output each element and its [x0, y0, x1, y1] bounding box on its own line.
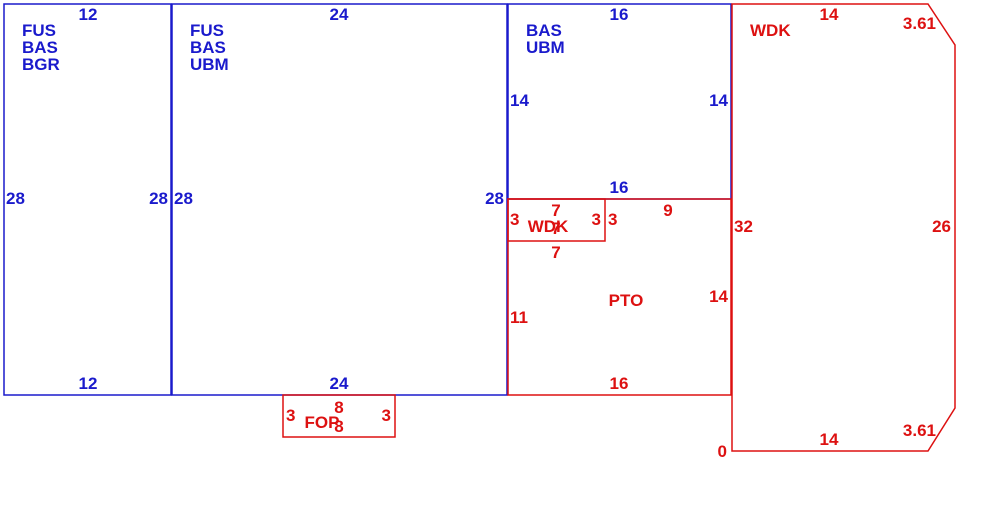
- region3-label-2: UBM: [526, 38, 565, 57]
- wdk-large-dim-top: 14: [820, 5, 839, 24]
- fop-dim-right: 3: [382, 406, 391, 425]
- fop-label: FOP: [305, 413, 340, 432]
- pto-label: PTO: [609, 291, 644, 310]
- pto-dim-right: 14: [709, 287, 728, 306]
- pto-dim-left: 11: [510, 308, 528, 327]
- region2-dim-right: 28: [485, 189, 504, 208]
- region2-label-1: FUS: [190, 21, 224, 40]
- region3-dim-bottom: 16: [610, 178, 629, 197]
- wdk-small-dim-bottom: 7: [551, 243, 560, 262]
- region1-dim-left: 28: [6, 189, 25, 208]
- region1-label-2: BAS: [22, 38, 58, 57]
- fop-dim-bottom: 8: [334, 417, 343, 436]
- wdk-large-dim-left: 32: [734, 217, 753, 236]
- region3-dim-top: 16: [610, 5, 629, 24]
- wdk-large-label: WDK: [750, 21, 791, 40]
- wdk-small-label: WDK: [528, 217, 569, 236]
- pto-dim-bottom: 16: [610, 374, 629, 393]
- region2-dim-bottom: 24: [330, 374, 349, 393]
- region-wdk-large: [731, 3, 956, 452]
- region-pto: [507, 198, 732, 396]
- region3-label-1: BAS: [526, 21, 562, 40]
- region2-dim-top: 24: [330, 5, 349, 24]
- wdk-large-dim-corner-top: 3.61: [903, 14, 936, 33]
- wdk-large-dim-origin: 0: [718, 442, 727, 461]
- wdk-small-dim-right-in: 3: [592, 210, 601, 229]
- region-fop: [282, 394, 396, 438]
- region1-dim-bottom: 12: [79, 374, 98, 393]
- region2-dim-left: 28: [174, 189, 193, 208]
- region2-label-2: BAS: [190, 38, 226, 57]
- region2-label-3: UBM: [190, 55, 229, 74]
- region3-dim-right: 14: [709, 91, 728, 110]
- region3-dim-left: 14: [510, 91, 529, 110]
- region1-label-3: BGR: [22, 55, 60, 74]
- pto-dim-top-right: 9: [663, 201, 672, 220]
- region1-dim-top: 12: [79, 5, 98, 24]
- region1-label-1: FUS: [22, 21, 56, 40]
- wdk-large-dim-bottom: 14: [820, 430, 839, 449]
- wdk-small-dim-top-inner: 7: [551, 219, 560, 238]
- wdk-large-dim-corner-bottom: 3.61: [903, 421, 936, 440]
- region1-dim-right: 28: [149, 189, 168, 208]
- wdk-small-dim-left: 3: [510, 210, 519, 229]
- fop-dim-top: 8: [334, 398, 343, 417]
- wdk-small-dim-top: 7: [551, 201, 560, 220]
- wdk-large-dim-right: 26: [932, 217, 951, 236]
- wdk-small-dim-right-out: 3: [608, 210, 617, 229]
- region-wdk-small: [507, 198, 606, 242]
- fop-dim-left: 3: [286, 406, 295, 425]
- region-fus-bas-bgr: [3, 3, 172, 396]
